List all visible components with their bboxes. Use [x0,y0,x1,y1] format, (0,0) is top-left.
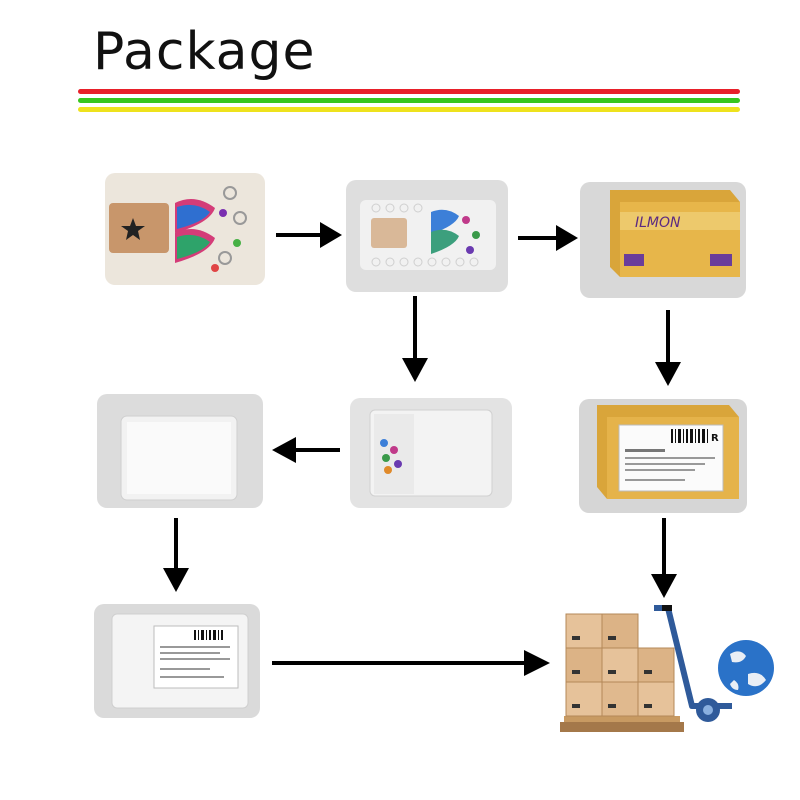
page-title: Package [93,22,316,82]
boxes-hand-truck-globe-icon [560,605,774,732]
step-shipping-cart-globe [558,604,780,734]
labeled-bag-photo [94,604,260,718]
bubble-wrapped-earrings-photo [346,180,508,292]
yellow-divider-stripe [78,107,740,112]
white-bag-photo [97,394,263,508]
taped-box-photo: ILMON [580,182,746,298]
padded-envelope-photo [350,398,512,508]
step-sealed-box: ILMON [580,182,746,298]
step-labeled-bag [94,604,260,718]
step-earrings-card [105,173,265,285]
green-divider-stripe [78,98,740,103]
labeled-box-photo: R [579,399,747,513]
step-padded-envelope [350,398,512,508]
box-brand-text: ILMON [635,215,681,231]
box-label-mark: R [711,433,719,444]
step-outer-bag [97,394,263,508]
red-divider-stripe [78,89,740,94]
earrings-on-card-photo [105,173,265,285]
step-bubble-wrap [346,180,508,292]
step-labeled-box: R [579,399,747,513]
